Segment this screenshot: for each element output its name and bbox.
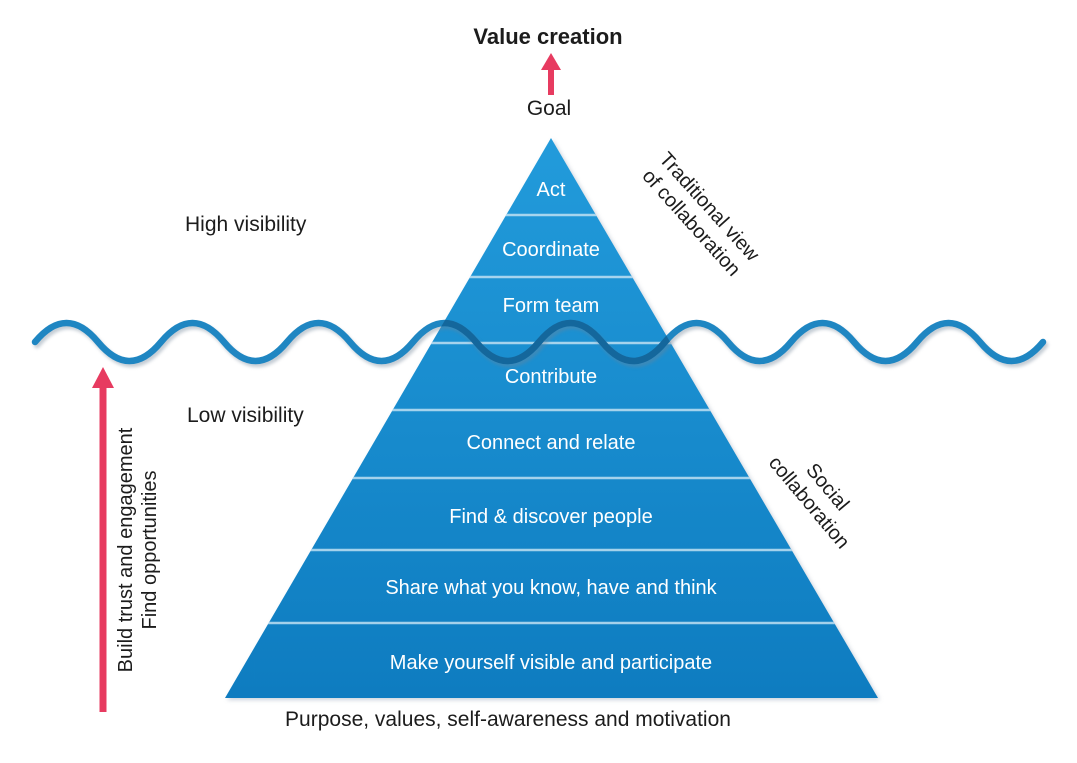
- goal-label: Goal: [526, 97, 572, 120]
- diagram-title: Value creation: [473, 24, 623, 49]
- trust-engagement-up-arrow-icon: [92, 367, 114, 712]
- pyramid-layer-label: Make yourself visible and participate: [389, 652, 713, 674]
- pyramid-base-caption: Purpose, values, self-awareness and moti…: [285, 708, 731, 731]
- high-visibility-label: High visibility: [185, 213, 307, 236]
- pyramid-layer-label: Find & discover people: [449, 506, 653, 528]
- pyramid-layer-label: Share what you know, have and think: [385, 577, 717, 599]
- left-axis-line2: Find opportunities: [139, 470, 161, 630]
- value-creation-up-arrow-icon: [541, 53, 561, 95]
- pyramid-layer-label: Contribute: [504, 366, 598, 388]
- pyramid-shape: [225, 138, 878, 698]
- left-axis-label: Build trust and engagement Find opportun…: [114, 380, 162, 720]
- low-visibility-label: Low visibility: [187, 404, 304, 427]
- pyramid-layer-label: Coordinate: [502, 239, 600, 261]
- pyramid-layer-label: Form team: [502, 295, 600, 317]
- left-axis-line1: Build trust and engagement: [115, 427, 137, 673]
- pyramid-layer-label: Connect and relate: [466, 432, 636, 454]
- pyramid-layer-label: Act: [536, 179, 566, 201]
